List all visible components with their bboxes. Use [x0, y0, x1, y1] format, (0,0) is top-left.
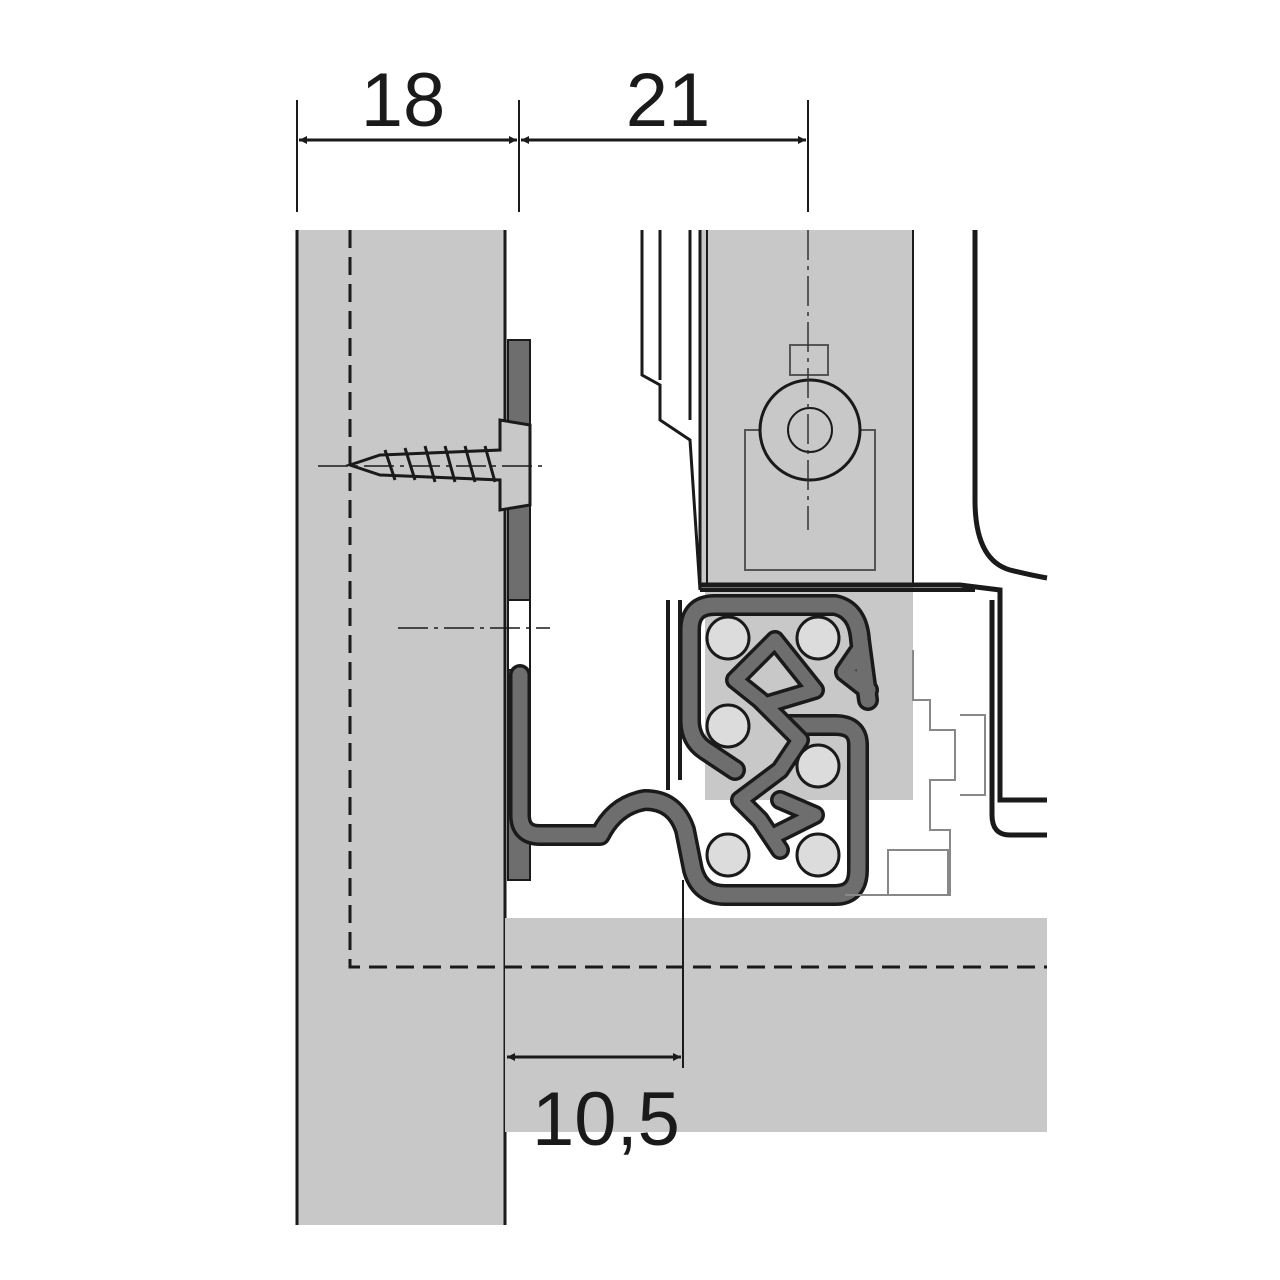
dimension-label-21: 21 — [626, 58, 711, 143]
screw — [318, 418, 548, 512]
rear-bracket-outline — [845, 650, 986, 896]
ball-bearings — [705, 615, 841, 878]
dimension-label-10-5: 10,5 — [532, 1077, 680, 1162]
runner-profile — [509, 594, 879, 906]
side-panel — [297, 230, 505, 1225]
drawer-front-outline — [972, 230, 1048, 581]
dimension-lines — [296, 100, 809, 1068]
bottom-panel — [505, 918, 1047, 1132]
dimension-label-18: 18 — [361, 58, 446, 143]
reference-dashed-line — [348, 230, 1047, 969]
locking-clip — [744, 230, 876, 571]
drawer-wall-outline — [640, 230, 702, 591]
